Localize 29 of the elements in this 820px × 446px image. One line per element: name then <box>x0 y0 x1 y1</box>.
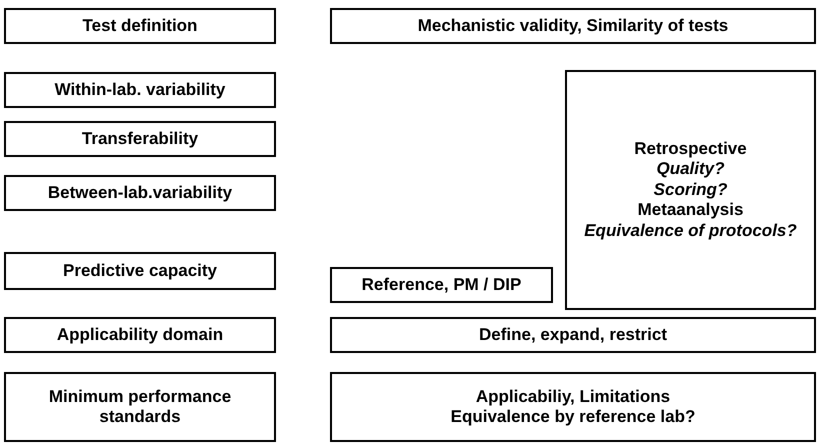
text-box <box>330 317 816 353</box>
text-box <box>330 267 553 303</box>
box-text: Between-lab.variability <box>48 182 232 204</box>
box-text: Quality? <box>656 159 724 180</box>
box-text: Minimum performance standards <box>48 386 232 428</box>
box-text: Reference, PM / DIP <box>362 274 522 296</box>
box-text: Metaanalysis <box>638 200 744 221</box>
box-text: Equivalence by reference lab? <box>450 407 696 428</box>
text-box <box>4 72 276 108</box>
box-text: Mechanistic validity, Similarity of tests <box>418 16 728 36</box>
text-box <box>330 8 816 44</box>
box-text: Predictive capacity <box>62 260 218 282</box>
text-box <box>565 70 816 310</box>
text-box <box>4 252 276 290</box>
box-text: Scoring? <box>654 180 728 200</box>
text-box <box>4 8 276 44</box>
text-box <box>330 372 816 442</box>
text-box <box>4 121 276 157</box>
box-text: Retrospective <box>634 139 747 160</box>
box-text: Define, expand, restrict <box>478 324 667 346</box>
text-box <box>4 372 276 442</box>
box-text: Applicabiliy, Limitations <box>476 386 670 407</box>
box-text: Test definition <box>82 16 198 36</box>
text-box <box>4 175 276 211</box>
box-text: Applicability domain <box>56 324 224 346</box>
box-text: Equivalence of protocols? <box>584 220 797 241</box>
box-text: Within-lab. variability <box>54 80 226 100</box>
text-box <box>4 317 276 353</box>
box-text: Transferability <box>82 128 198 150</box>
